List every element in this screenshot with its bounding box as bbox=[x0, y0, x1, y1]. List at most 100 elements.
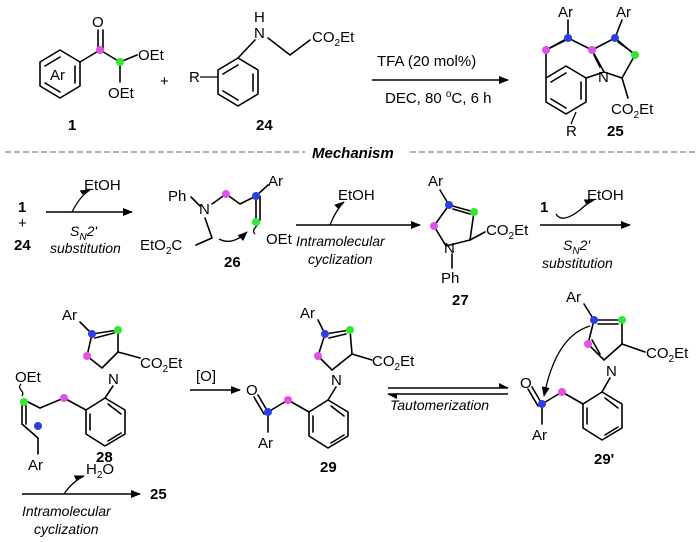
cyclization-label-2: cyclization bbox=[34, 521, 99, 537]
compound-26: Ph N Ar EtO2C OEt bbox=[140, 173, 293, 257]
release-arrow-3 bbox=[555, 199, 595, 219]
co2et-label-25: CO2Et bbox=[611, 101, 654, 121]
oet-label-2: OEt bbox=[108, 85, 135, 102]
release-arrow-1 bbox=[71, 189, 91, 213]
condition-catalyst: TFA (20 mol%) bbox=[377, 53, 476, 70]
release-arrow-2 bbox=[329, 201, 345, 226]
atom-marker-green bbox=[252, 218, 260, 226]
co2et-label-29: CO2Et bbox=[372, 353, 415, 373]
atom-marker-magenta bbox=[588, 46, 596, 54]
compound-28: Ar N CO2Et OEt Ar bbox=[15, 307, 183, 474]
release-etoh-1: EtOH bbox=[84, 177, 121, 194]
substitution-label-1: substitution bbox=[50, 240, 121, 256]
sn2-label-2: SN2' bbox=[563, 237, 591, 257]
ar-label-29b: Ar bbox=[258, 435, 273, 452]
atom-marker-magenta bbox=[60, 394, 68, 402]
oxidation-label: [O] bbox=[196, 368, 216, 385]
intramolecular-label-2: Intramolecular bbox=[22, 503, 112, 519]
condition-solvent: DEC, 80 oC, 6 h bbox=[385, 89, 491, 107]
atom-marker-magenta bbox=[314, 352, 322, 360]
tautomerization-label: Tautomerization bbox=[390, 397, 489, 413]
compound-label-25-final: 25 bbox=[150, 486, 167, 503]
co2et-label-27: CO2Et bbox=[486, 222, 529, 242]
compound-label-1-step3: 1 bbox=[540, 199, 548, 216]
atom-marker-magenta bbox=[96, 46, 104, 54]
compound-label-28: 28 bbox=[96, 449, 113, 466]
atom-marker-blue bbox=[264, 408, 272, 416]
oet-label: OEt bbox=[138, 47, 165, 64]
ar-label-26: Ar bbox=[268, 173, 283, 190]
compound-27: Ar N Ph CO2Et bbox=[428, 173, 529, 287]
compound-1: Ar O OEt OEt bbox=[39, 14, 165, 102]
atom-marker-magenta bbox=[542, 46, 550, 54]
compound-29: Ar N CO2Et O Ar bbox=[246, 305, 415, 452]
curved-arrow-29p bbox=[541, 325, 591, 397]
compound-25: R Ar Ar N CO2Et bbox=[542, 4, 654, 140]
ar-label-28b: Ar bbox=[28, 457, 43, 474]
ar-label-25b: Ar bbox=[616, 4, 631, 21]
atom-marker-blue bbox=[445, 201, 453, 209]
ar-label-29pb: Ar bbox=[532, 427, 547, 444]
atom-marker-green bbox=[116, 58, 124, 66]
compound-label-1-mech: 1 bbox=[18, 199, 26, 216]
atom-marker-magenta bbox=[430, 222, 438, 230]
eto2c-label-26: EtO2C bbox=[140, 237, 182, 257]
atom-marker-blue bbox=[88, 330, 96, 338]
cyclization-label-1: cyclization bbox=[308, 251, 373, 267]
compound-label-24-mech: 24 bbox=[14, 237, 31, 254]
mechanism-heading-bg bbox=[305, 143, 407, 161]
atom-marker-blue bbox=[321, 330, 329, 338]
n-label-27: N bbox=[444, 240, 455, 257]
ar-label-28: Ar bbox=[62, 307, 77, 324]
n-label-29p: N bbox=[606, 363, 617, 380]
compound-24: R N H CO2Et bbox=[189, 9, 355, 107]
ph-label-26: Ph bbox=[168, 188, 186, 205]
atom-marker-blue bbox=[611, 34, 619, 42]
atom-marker-magenta bbox=[558, 388, 566, 396]
compound-label-29p: 29' bbox=[594, 451, 614, 468]
compound-label-24: 24 bbox=[256, 117, 273, 134]
ph-label-27: Ph bbox=[441, 270, 459, 287]
ar-label-25a: Ar bbox=[558, 4, 573, 21]
ar-label: Ar bbox=[50, 67, 65, 84]
atom-marker-green bbox=[346, 326, 354, 334]
r-label: R bbox=[189, 69, 200, 86]
co2et-label-28: CO2Et bbox=[140, 355, 183, 375]
compound-label-29: 29 bbox=[320, 459, 337, 476]
ar-label-29: Ar bbox=[300, 305, 315, 322]
ar-label-29p: Ar bbox=[566, 289, 581, 306]
co2et-label-29p: CO2Et bbox=[646, 345, 689, 365]
atom-marker-blue bbox=[538, 400, 546, 408]
sn2-label-1: SN2' bbox=[70, 223, 98, 243]
release-arrow-5 bbox=[63, 475, 85, 495]
compound-label-26: 26 bbox=[224, 254, 241, 271]
atom-marker-blue bbox=[34, 422, 42, 430]
curved-arrow-26 bbox=[218, 231, 248, 242]
n-label-26: N bbox=[199, 201, 210, 218]
atom-marker-blue bbox=[564, 34, 572, 42]
atom-marker-green bbox=[470, 208, 478, 216]
atom-marker-magenta bbox=[222, 190, 230, 198]
atom-marker-magenta bbox=[284, 396, 292, 404]
o-label-29p: O bbox=[520, 375, 532, 392]
co2et-label: CO2Et bbox=[312, 29, 355, 49]
n-label-28: N bbox=[108, 371, 119, 388]
atom-marker-green bbox=[618, 316, 626, 324]
release-etoh-2: EtOH bbox=[338, 187, 375, 204]
compound-label-25: 25 bbox=[607, 123, 624, 140]
atom-marker-blue bbox=[590, 316, 598, 324]
h-label: H bbox=[254, 9, 265, 26]
release-water: H2O bbox=[86, 461, 114, 481]
atom-marker-magenta bbox=[83, 352, 91, 360]
oet-label-28: OEt bbox=[15, 369, 42, 386]
n-label-25: N bbox=[598, 69, 609, 86]
atom-marker-magenta bbox=[584, 340, 592, 348]
r-label-25: R bbox=[566, 123, 577, 140]
intramolecular-label-1: Intramolecular bbox=[296, 233, 386, 249]
atom-marker-blue bbox=[252, 192, 260, 200]
n-label-29: N bbox=[331, 372, 342, 389]
plus-sign: + bbox=[160, 73, 169, 90]
compound-29-prime: Ar N CO2Et O Ar bbox=[520, 289, 689, 444]
oet-label-26: OEt bbox=[266, 231, 293, 248]
